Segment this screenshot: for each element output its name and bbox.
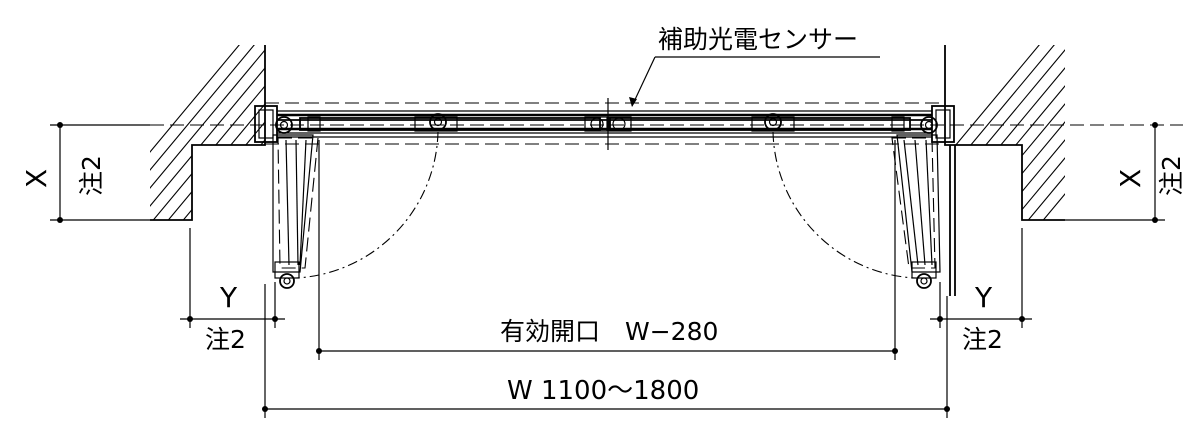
- left-swing-panel: [272, 134, 319, 289]
- right-x-dimension: [1065, 122, 1165, 223]
- overall-width-dimension: [262, 284, 950, 418]
- left-wall-hatching: [150, 45, 265, 220]
- dim-y-left: Y: [219, 281, 238, 314]
- dim-y-right: Y: [974, 281, 993, 314]
- reference-lines: [90, 98, 1183, 150]
- right-wall-hatching: [945, 45, 1065, 220]
- note-right-vertical: 注2: [1157, 155, 1183, 196]
- overall-width-label: W 1100〜1800: [507, 376, 699, 406]
- right-swing-panel: [891, 134, 956, 296]
- left-wall: [150, 45, 266, 221]
- note-left-vertical: 注2: [77, 155, 106, 196]
- swing-arcs: [295, 131, 916, 279]
- dim-x-right: X: [1114, 169, 1147, 188]
- dim-x-left: X: [20, 169, 53, 188]
- note-y-left: 注2: [205, 325, 246, 354]
- left-y-dimension: [180, 228, 285, 328]
- right-wall: [944, 45, 1065, 221]
- left-door-leaf: [275, 113, 608, 134]
- effective-opening-label: 有効開口 W−280: [500, 317, 718, 346]
- sensor-leader: [629, 56, 880, 107]
- right-door-leaf: [608, 113, 938, 134]
- sensor-label: 補助光電センサー: [658, 25, 858, 54]
- left-x-dimension: [50, 122, 150, 223]
- effective-opening-dimension: [316, 140, 898, 360]
- door-frame: [254, 105, 955, 143]
- note-y-right: 注2: [962, 325, 1003, 354]
